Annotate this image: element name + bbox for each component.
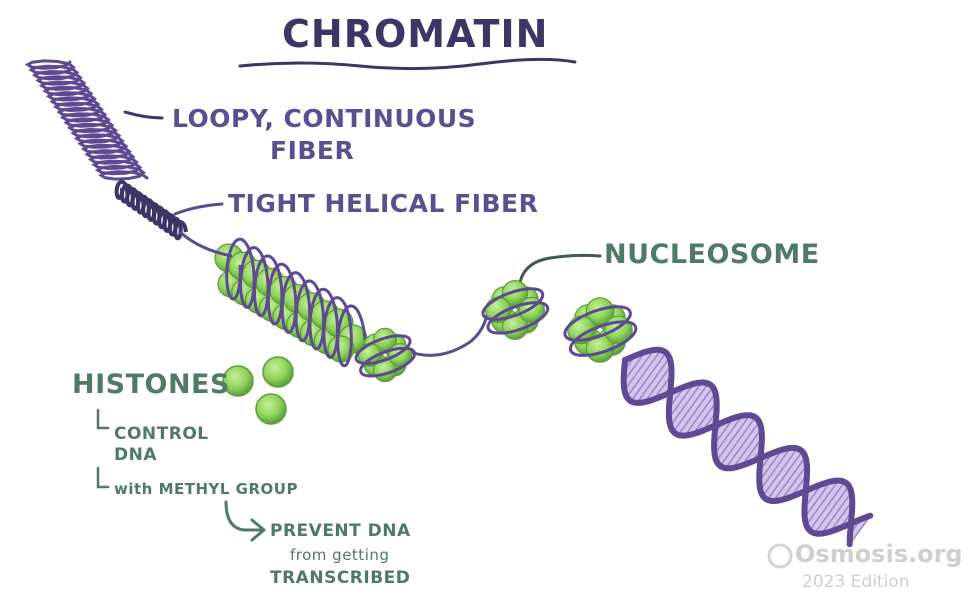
base-pair-rung — [804, 481, 832, 518]
nucleosome-small — [354, 327, 417, 383]
dna-wrap — [486, 301, 550, 335]
base-pair-rung — [766, 451, 803, 501]
base-pair-rung — [759, 447, 792, 491]
label-methyl-group: with METHYL GROUP — [114, 480, 298, 498]
nucleosome-2 — [563, 297, 638, 363]
dna-wrap — [481, 287, 545, 321]
dna-wrap — [354, 334, 412, 365]
linker-dna-1 — [178, 230, 233, 258]
label-prevent-line1: PREVENT DNA — [270, 521, 411, 541]
prevent-arrowhead — [250, 518, 266, 542]
base-pair-rung — [623, 351, 646, 383]
label-prevent-line3: TRANSCRIBED — [270, 568, 411, 588]
osmosis-logo-icon — [767, 543, 793, 569]
base-pair-rung — [672, 383, 709, 433]
base-pair-rung — [715, 414, 751, 462]
label-control-line1: CONTROL — [114, 424, 209, 444]
page-title: CHROMATIN — [282, 12, 549, 56]
loopy-fiber — [24, 59, 149, 181]
base-pair-rung — [821, 492, 852, 534]
free-histone-3 — [255, 393, 287, 425]
loopy-leader-line — [123, 110, 164, 120]
base-pair-rung — [668, 383, 695, 419]
tight-helical-fiber — [114, 179, 188, 241]
base-pair-rung — [780, 464, 808, 501]
base-pair-rung — [626, 349, 662, 398]
base-pair-rung — [814, 485, 850, 534]
label-histones: HISTONES — [72, 369, 230, 400]
base-pair-rung — [692, 401, 718, 435]
helix-strand-b — [622, 346, 856, 548]
base-pair-rung — [849, 515, 871, 545]
free-histone-2 — [262, 356, 294, 388]
label-tight-helical: TIGHT HELICAL FIBER — [228, 189, 539, 218]
base-pair-rung — [684, 392, 717, 436]
base-pair-rung — [623, 349, 655, 391]
base-pair-rung — [669, 382, 703, 427]
free-histone-1 — [222, 365, 254, 397]
label-loopy-line1: LOOPY, CONTINUOUS — [172, 104, 477, 133]
base-pair-rung — [758, 449, 783, 482]
helical-leader-line — [173, 202, 224, 216]
nucleosome-leader-line — [518, 253, 602, 284]
nucleosome-1 — [481, 280, 550, 340]
watermark-brand: Osmosis.org — [795, 540, 963, 568]
base-pair-rung — [732, 428, 762, 469]
dna-wrap — [563, 305, 632, 342]
dna-wrap — [568, 320, 638, 357]
base-pair-rung — [713, 417, 734, 446]
dna-wrap — [359, 346, 417, 378]
helix-strand-a — [620, 357, 874, 537]
base-pair-rung — [677, 386, 714, 436]
base-pair-rung — [713, 415, 743, 455]
base-pair-rung — [725, 421, 760, 469]
prevent-arrow — [224, 500, 264, 532]
helix-base-pairs — [623, 349, 871, 545]
base-pair-rung — [630, 352, 667, 402]
base-pair-rung — [741, 437, 763, 467]
base-pair-rung — [644, 365, 672, 403]
linker-dna-2 — [409, 309, 490, 357]
base-pair-rung — [772, 456, 807, 502]
label-nucleosome: NUCLEOSOME — [604, 239, 820, 270]
label-control-line2: DNA — [114, 445, 157, 465]
label-prevent-line2: from getting — [290, 546, 390, 564]
base-pair-rung — [719, 416, 756, 467]
solenoid-coil — [225, 237, 367, 368]
base-pair-rung — [636, 357, 671, 404]
dna-double-helix — [620, 346, 874, 548]
base-pair-rung — [762, 448, 798, 497]
base-pair-rung — [808, 481, 846, 531]
histones-bracket-2 — [96, 466, 110, 489]
histones-bracket-1 — [96, 408, 110, 430]
label-loopy-line2: FIBER — [270, 136, 355, 165]
title-underline — [238, 57, 577, 71]
base-pair-rung — [829, 500, 853, 533]
base-pair-rung — [805, 480, 840, 526]
watermark-edition: 2023 Edition — [802, 572, 910, 592]
